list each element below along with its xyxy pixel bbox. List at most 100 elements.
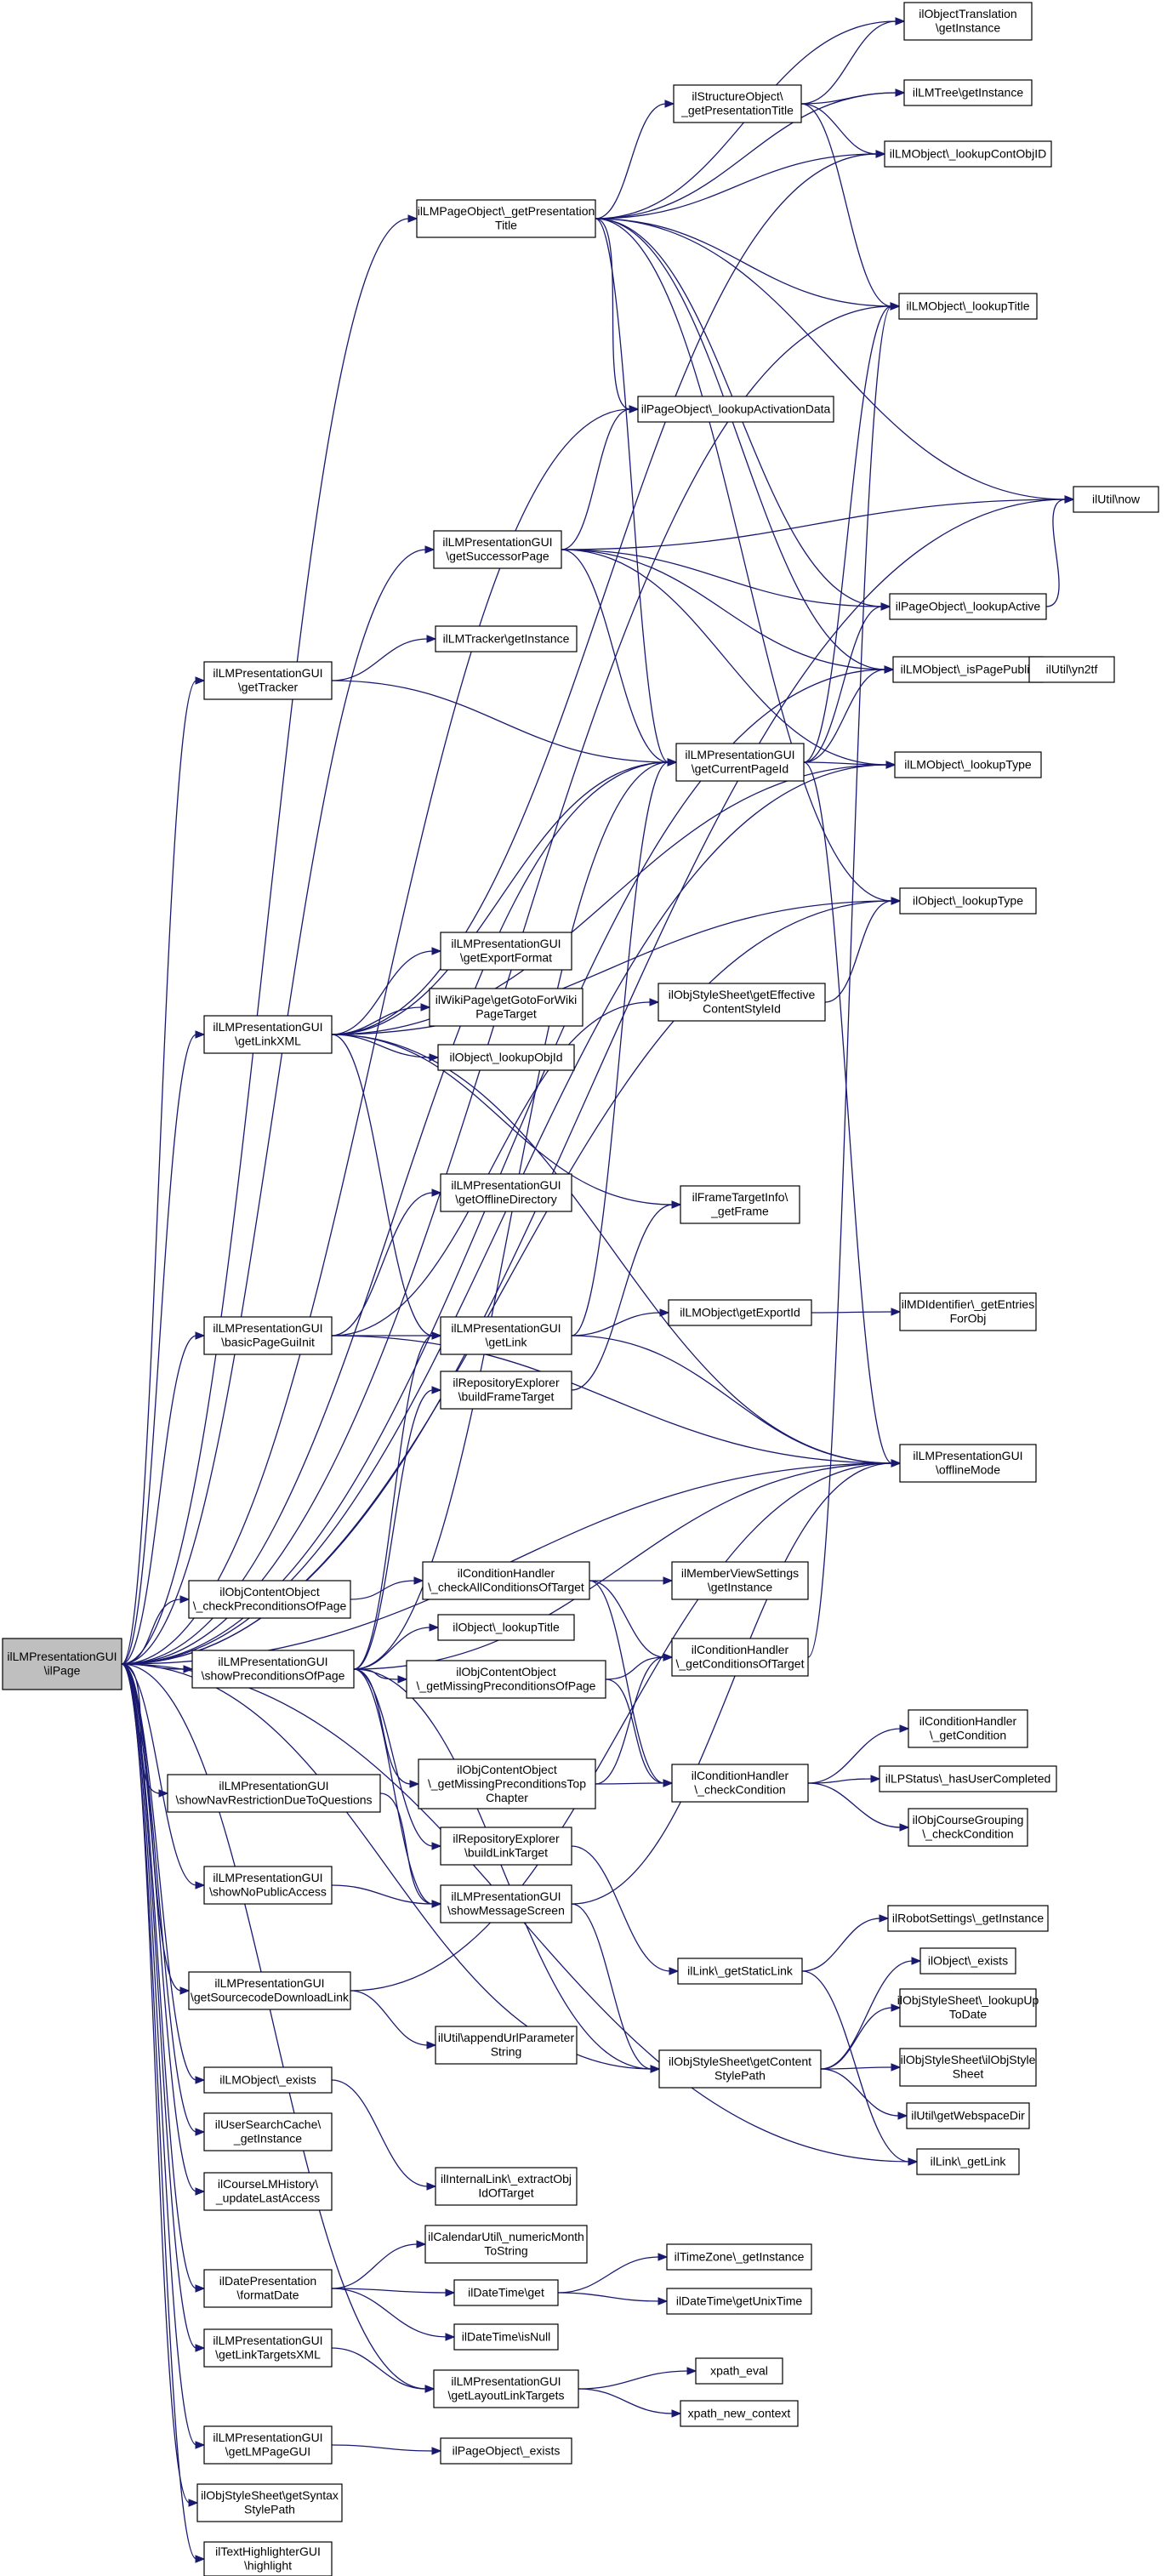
node-getLinkTargetsXML[interactable]: ilLMPresentationGUI\getLinkTargetsXML [203, 2328, 333, 2368]
node-isPagePublic[interactable]: ilLMObject\_isPagePublic [892, 656, 1044, 683]
node-getLinkXML[interactable]: ilLMPresentationGUI\getLinkXML [203, 1015, 333, 1054]
node-getCond[interactable]: ilConditionHandler\_getCondition [908, 1709, 1028, 1748]
node-memberView[interactable]: ilMemberViewSettings\getInstance [671, 1561, 809, 1600]
call-edge [561, 549, 669, 763]
node-lmTrackerInst[interactable]: ilLMTracker\getInstance [435, 625, 578, 653]
node-getCondOfTarget[interactable]: ilConditionHandler\_getConditionsOfTarge… [671, 1638, 809, 1677]
node-courseHist[interactable]: ilCourseLMHistory\_updateLastAccess [203, 2172, 333, 2211]
node-webspace[interactable]: ilUtil\getWebspaceDir [906, 2102, 1030, 2129]
node-structGetTitle[interactable]: ilStructureObject\_getPresentationTitle [673, 84, 802, 123]
node-lmExists[interactable]: ilLMObject\_exists [203, 2066, 333, 2094]
node-ilStyleSheet[interactable]: ilObjStyleSheet\ilObjStyleSheet [899, 2048, 1037, 2087]
node-dtIsNull[interactable]: ilDateTime\isNull [453, 2323, 559, 2351]
node-checkAllCond[interactable]: ilConditionHandler\_checkAllConditionsOf… [422, 1561, 590, 1600]
node-getSuccPage[interactable]: ilLMPresentationGUI\getSuccessorPage [433, 530, 562, 569]
call-edge [571, 1845, 671, 1972]
node-box [418, 1758, 596, 1809]
node-box [894, 751, 1042, 778]
node-userSearch[interactable]: ilUserSearchCache\_getInstance [203, 2112, 333, 2151]
node-lookupObjId[interactable]: ilObject\_lookupObjId [437, 1044, 575, 1071]
node-objExists[interactable]: ilObject\_exists [919, 1947, 1016, 1975]
node-layoutLink[interactable]: ilLMPresentationGUI\getLayoutLinkTargets [433, 2369, 579, 2408]
node-offlineMode[interactable]: ilLMPresentationGUI\offlineMode [899, 1444, 1037, 1483]
node-box [899, 1292, 1037, 1331]
node-box [916, 2148, 1020, 2175]
node-label: ilObjCourseGrouping [913, 1813, 1024, 1827]
node-unixTime[interactable]: ilDateTime\getUnixTime [666, 2288, 812, 2315]
node-getMissingTop[interactable]: ilObjContentObject\_getMissingPreconditi… [418, 1758, 596, 1809]
node-courseGrouping[interactable]: ilObjCourseGrouping\_checkCondition [908, 1808, 1028, 1847]
node-pageExists[interactable]: ilPageObject\_exists [440, 2437, 572, 2465]
node-lookupTitle[interactable]: ilLMObject\_lookupTitle [898, 293, 1038, 320]
node-checkCond[interactable]: ilConditionHandler\_checkCondition [671, 1764, 809, 1803]
node-getSrcDl[interactable]: ilLMPresentationGUI\getSourcecodeDownloa… [188, 1971, 351, 2010]
node-getMissingPre[interactable]: ilObjContentObject\_getMissingPreconditi… [406, 1660, 606, 1699]
node-getTracker[interactable]: ilLMPresentationGUI\getTracker [203, 661, 333, 700]
node-frameTarget[interactable]: ilFrameTargetInfo\_getFrame [680, 1185, 800, 1224]
node-getExportFormat[interactable]: ilLMPresentationGUI\getExportFormat [440, 932, 572, 971]
node-effStyle[interactable]: ilObjStyleSheet\getEffectiveContentStyle… [658, 983, 826, 1022]
node-getExportId[interactable]: ilLMObject\getExportId [668, 1299, 812, 1326]
node-label: ilDatePresentation [219, 2274, 316, 2288]
node-label: _getFrame [710, 1205, 769, 1218]
call-edge [571, 761, 669, 1336]
node-box [899, 1988, 1037, 2027]
node-showNavRestr[interactable]: ilLMPresentationGUI\showNavRestrictionDu… [167, 1774, 381, 1813]
node-tzInst[interactable]: ilTimeZone\_getInstance [666, 2243, 812, 2271]
call-edge [807, 1728, 902, 1784]
node-label: _getPresentationTitle [680, 104, 794, 117]
node-getStaticLink[interactable]: ilLink\_getStaticLink [677, 1958, 803, 1985]
node-lookupContObj[interactable]: ilLMObject\_lookupContObjID [884, 140, 1052, 168]
node-getLink[interactable]: ilLMPresentationGUI\getLink [440, 1316, 572, 1355]
node-pageLookupActive[interactable]: ilPageObject\_lookupActive [889, 593, 1047, 620]
call-edge [561, 499, 1067, 550]
node-lmLookupType[interactable]: ilLMObject\_lookupType [894, 751, 1042, 778]
arrowhead-icon [195, 1881, 206, 1889]
node-checkPre[interactable]: ilObjContentObject\_checkPreconditionsOf… [188, 1580, 351, 1619]
node-lookupActData[interactable]: ilPageObject\_lookupActivationData [637, 396, 834, 423]
node-objTrans[interactable]: ilObjectTranslation\getInstance [903, 2, 1033, 41]
node-formatDate[interactable]: ilDatePresentation\formatDate [203, 2269, 333, 2308]
node-label: ilLMPresentationGUI [7, 1650, 117, 1663]
node-box [429, 988, 584, 1027]
node-showMsg[interactable]: ilLMPresentationGUI\showMessageScreen [440, 1884, 572, 1923]
node-dtGet[interactable]: ilDateTime\get [453, 2279, 559, 2306]
call-edge [595, 1782, 665, 1785]
node-textHighlight[interactable]: ilTextHighlighterGUI\highlight [203, 2541, 333, 2576]
node-getPresTitle[interactable]: ilLMPageObject\_getPresentationTitle [416, 199, 596, 238]
node-getOfflineDir[interactable]: ilLMPresentationGUI\getOfflineDirectory [440, 1173, 572, 1212]
arrowhead-icon [431, 1331, 442, 1340]
node-hasUserCompleted[interactable]: ilLPStatus\_hasUserCompleted [879, 1765, 1057, 1792]
node-getLMPageGUI[interactable]: ilLMPresentationGUI\getLMPageGUI [203, 2425, 333, 2465]
node-lookupTitleObj[interactable]: ilObject\_lookupTitle [437, 1614, 575, 1641]
node-robotSettings[interactable]: ilRobotSettings\_getInstance [887, 1905, 1049, 1932]
node-showPre[interactable]: ilLMPresentationGUI\showPreconditionsOfP… [191, 1650, 355, 1689]
node-box [203, 661, 333, 700]
node-repoLinkTarget[interactable]: ilRepositoryExplorer\buildLinkTarget [440, 1827, 572, 1866]
node-label: ilLMPresentationGUI [213, 1871, 322, 1884]
node-linkGetLink[interactable]: ilLink\_getLink [916, 2148, 1020, 2175]
node-label: \ilPage [44, 1664, 81, 1678]
node-basicInit[interactable]: ilLMPresentationGUI\basicPageGuiInit [203, 1316, 333, 1355]
node-box [453, 2323, 559, 2351]
node-objLookupType[interactable]: ilObject\_lookupType [899, 887, 1037, 915]
node-yn2tf[interactable]: ilUtil\yn2tf [1028, 656, 1115, 683]
node-lmTree[interactable]: ilLMTree\getInstance [903, 79, 1033, 106]
arrowhead-icon [911, 1957, 922, 1965]
node-showNoPub[interactable]: ilLMPresentationGUI\showNoPublicAccess [203, 1866, 333, 1905]
node-getCurPageId[interactable]: ilLMPresentationGUI\getCurrentPageId [675, 743, 805, 782]
node-repoFrame[interactable]: ilRepositoryExplorer\buildFrameTarget [440, 1371, 572, 1410]
node-root[interactable]: ilLMPresentationGUI\ilPage [2, 1638, 122, 1690]
node-xpathNew[interactable]: xpath_new_context [680, 2400, 799, 2427]
node-xpathEval[interactable]: xpath_eval [695, 2357, 783, 2385]
arrowhead-icon [658, 2253, 669, 2261]
node-now[interactable]: ilUtil\now [1073, 486, 1159, 513]
